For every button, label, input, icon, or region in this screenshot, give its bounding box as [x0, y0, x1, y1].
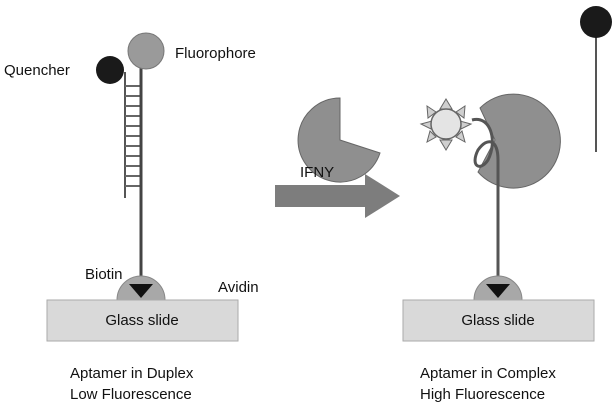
right-caption-line1: Aptamer in Complex — [420, 365, 556, 382]
glass-slide — [46, 299, 239, 342]
left-panel: Quencher Fluorophore Biotin Avidin Glass… — [4, 32, 259, 403]
bright-fluorophore-icon — [430, 108, 462, 140]
arrow-label: IFNY — [300, 164, 334, 181]
transition: IFNY — [275, 97, 400, 218]
bound-aptamer-strand — [471, 117, 500, 285]
biotin-icon — [129, 284, 153, 298]
biotin-label: Biotin — [85, 266, 123, 283]
duplex-rungs — [125, 85, 140, 187]
quencher-icon — [96, 56, 124, 84]
left-caption-line2: Low Fluorescence — [70, 386, 192, 403]
biotin-icon-right — [486, 284, 510, 298]
quencher-label: Quencher — [4, 62, 70, 79]
ifn-protein-icon — [297, 97, 381, 183]
fluorophore-icon — [127, 32, 165, 70]
glass-slide-right — [402, 299, 595, 342]
glass-slide-label: Glass slide — [105, 312, 178, 329]
glass-slide-right-label: Glass slide — [461, 312, 534, 329]
transition-arrow — [275, 174, 400, 218]
avidin-label: Avidin — [218, 279, 259, 296]
fluorophore-label: Fluorophore — [175, 45, 256, 62]
right-caption-line2: High Fluorescence — [420, 386, 545, 403]
left-caption-line1: Aptamer in Duplex — [70, 365, 194, 382]
right-panel: Glass slide Aptamer in Complex High Fluo… — [402, 6, 612, 403]
released-quencher-icon — [580, 6, 612, 38]
